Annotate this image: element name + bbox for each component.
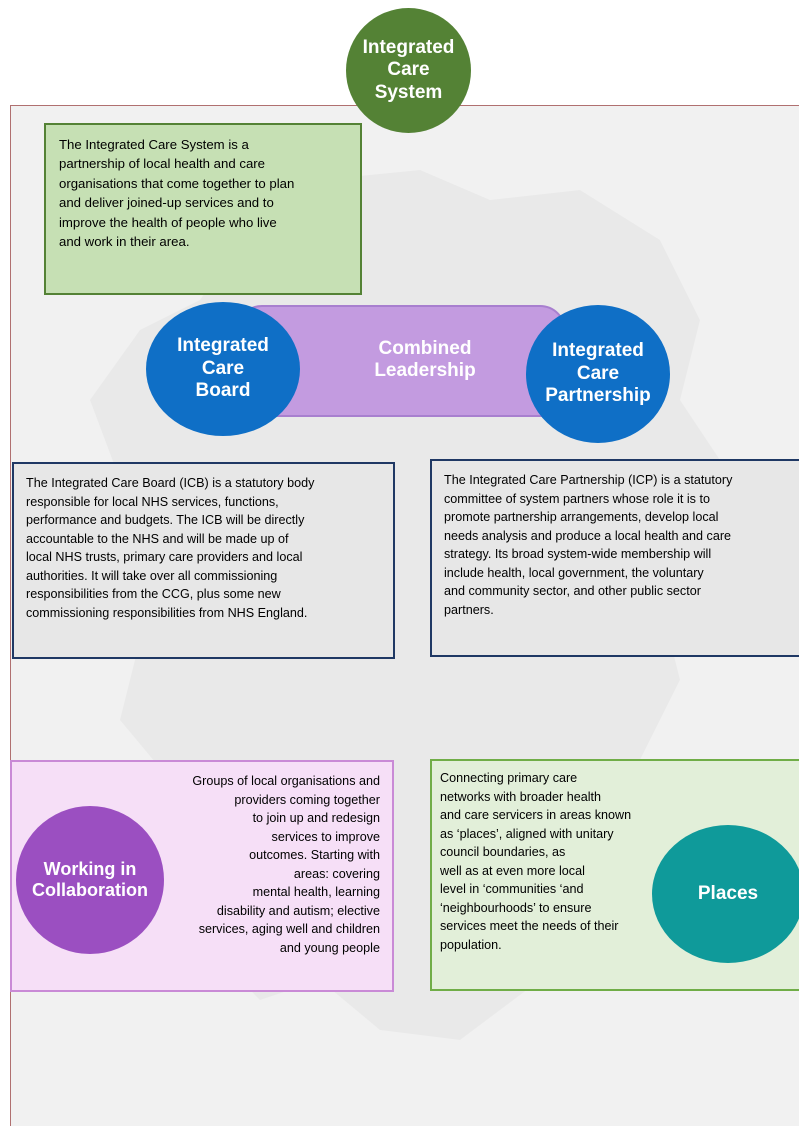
working-in-collaboration-label: Working in Collaboration bbox=[32, 858, 148, 900]
icb-description-box: The Integrated Care Board (ICB) is a sta… bbox=[12, 462, 395, 659]
integrated-care-partnership-label: Integrated Care Partnership bbox=[545, 340, 651, 407]
combined-leadership-label: Combined Leadership bbox=[374, 337, 476, 381]
places-text: Connecting primary care networks with br… bbox=[440, 771, 632, 952]
icp-description-text: The Integrated Care Partnership (ICP) is… bbox=[444, 473, 733, 617]
collaboration-text: Groups of local organisations and provid… bbox=[192, 774, 380, 955]
places-circle: Places bbox=[652, 825, 799, 963]
places-label: Places bbox=[697, 882, 759, 904]
ics-description-text: The Integrated Care System is a partners… bbox=[59, 137, 295, 250]
integrated-care-board-label: Integrated Care Board bbox=[177, 335, 269, 402]
integrated-care-system-label: Integrated Care System bbox=[362, 36, 455, 103]
integrated-care-system-circle: Integrated Care System bbox=[346, 8, 471, 133]
working-in-collaboration-circle: Working in Collaboration bbox=[16, 806, 164, 954]
icp-description-box: The Integrated Care Partnership (ICP) is… bbox=[430, 459, 799, 657]
integrated-care-partnership-circle: Integrated Care Partnership bbox=[526, 305, 670, 443]
combined-leadership-label-wrap: Combined Leadership bbox=[330, 320, 520, 400]
ics-description-box: The Integrated Care System is a partners… bbox=[44, 123, 362, 295]
integrated-care-board-circle: Integrated Care Board bbox=[146, 302, 300, 436]
icb-description-text: The Integrated Care Board (ICB) is a sta… bbox=[26, 476, 315, 620]
